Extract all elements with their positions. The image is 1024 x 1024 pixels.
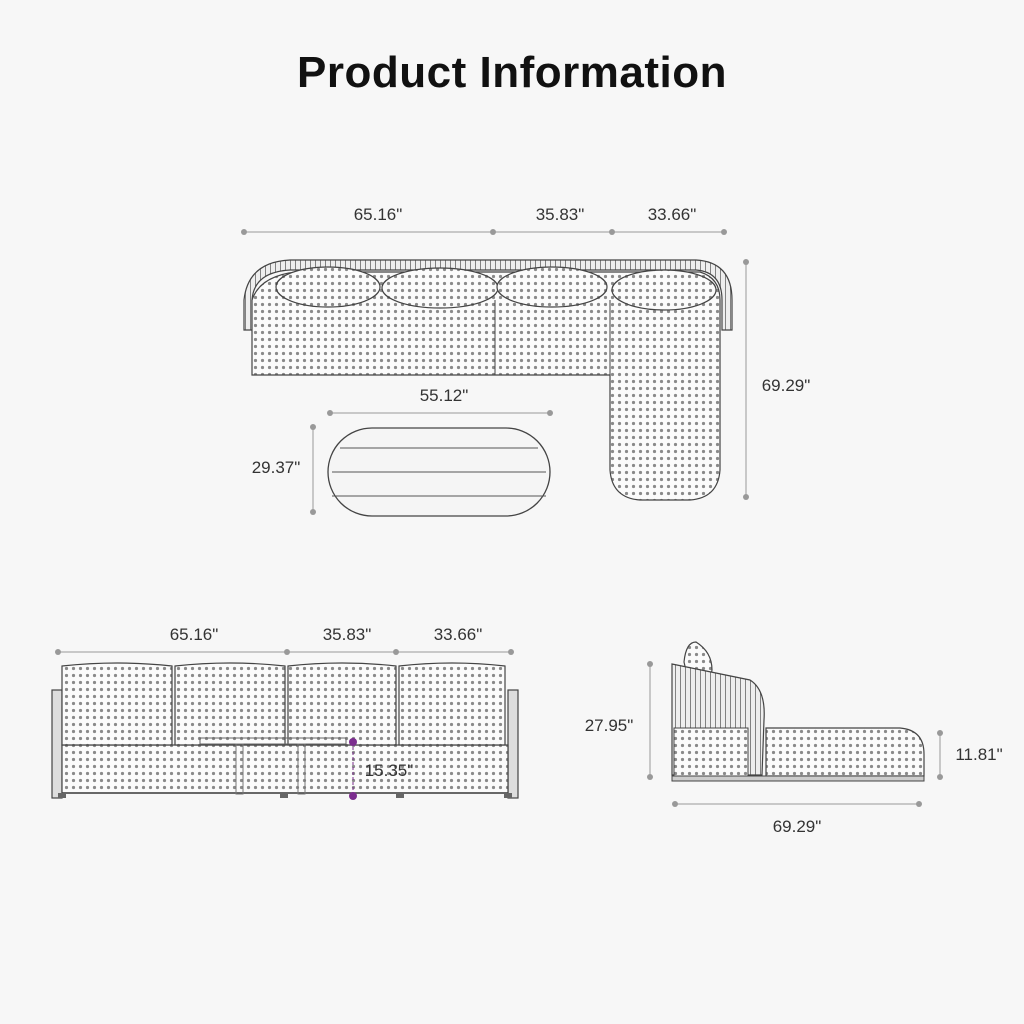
- front-view: 65.16" 35.83" 33.66": [51, 625, 519, 800]
- top-view: 65.16" 35.83" 33.66" 69.29" 55.12": [241, 205, 811, 517]
- table-height-dimension: [349, 738, 357, 800]
- table-length-label: 55.12": [420, 386, 469, 405]
- table-length-dimension: [327, 410, 553, 416]
- table-width-label: 29.37": [252, 458, 301, 477]
- sofa-front: [51, 662, 519, 799]
- front-width-dimension: [55, 649, 514, 655]
- seat-height-dimension: [937, 730, 943, 780]
- sofa-width-dimension: [241, 229, 727, 235]
- top-width-2-label: 35.83": [536, 205, 585, 224]
- side-view: 27.95" 11.81" 69.29": [585, 641, 1003, 836]
- table-width-dimension: [310, 424, 316, 515]
- table-height-label: 15.35": [365, 761, 414, 780]
- side-depth-dimension: [672, 801, 922, 807]
- front-width-2-label: 35.83": [323, 625, 372, 644]
- chaise-length-label: 69.29": [762, 376, 811, 395]
- front-width-1-label: 65.16": [170, 625, 219, 644]
- page-title: Product Information: [297, 48, 727, 97]
- top-width-1-label: 65.16": [354, 205, 403, 224]
- sectional-sofa-top: [243, 259, 733, 501]
- top-width-3-label: 33.66": [648, 205, 697, 224]
- coffee-table-top: [327, 427, 551, 517]
- chaise-length-dimension: [743, 259, 749, 500]
- seat-height-label: 11.81": [955, 745, 1002, 764]
- back-height-dimension: [647, 661, 653, 780]
- side-depth-label: 69.29": [773, 817, 822, 836]
- back-height-label: 27.95": [585, 716, 634, 735]
- sofa-side: [671, 641, 925, 782]
- front-width-3-label: 33.66": [434, 625, 483, 644]
